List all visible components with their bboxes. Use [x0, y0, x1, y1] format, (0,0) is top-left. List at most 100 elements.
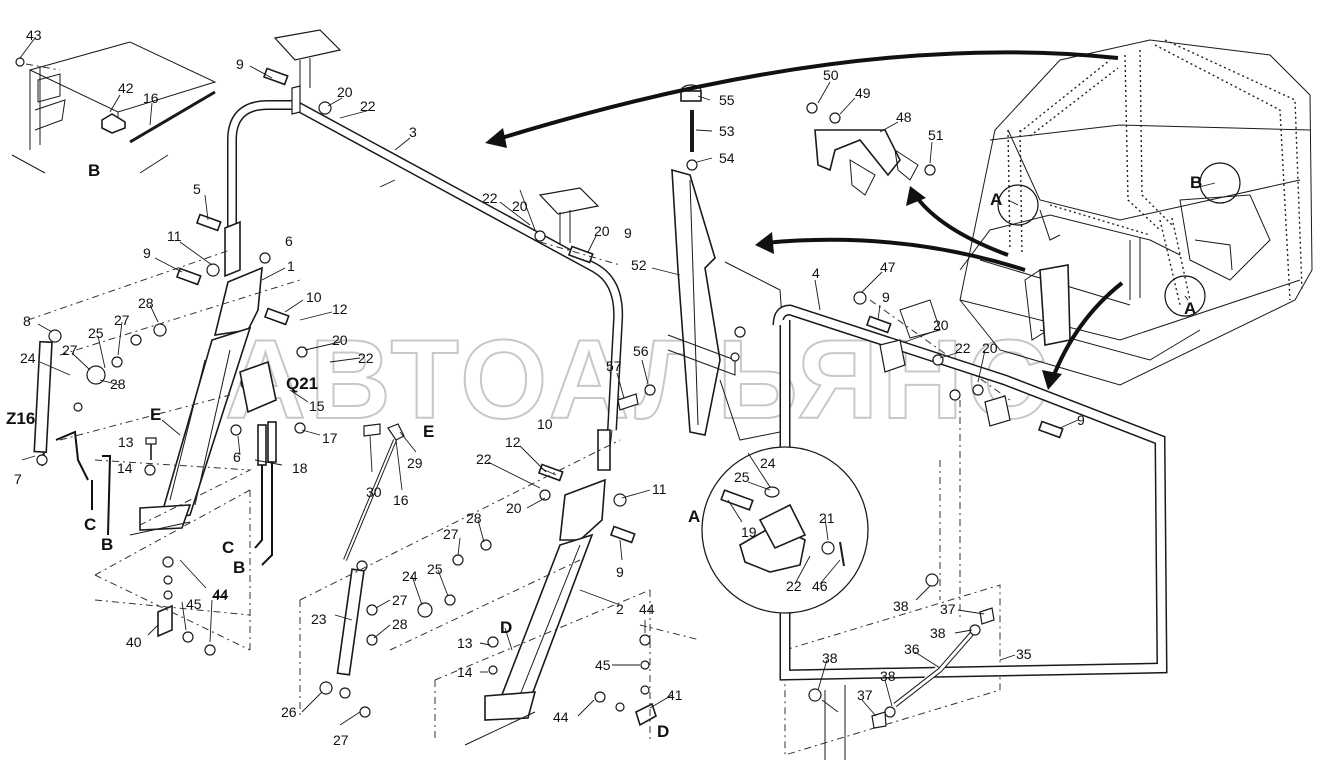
callout-11: 11 [167, 228, 182, 244]
rod-16 [343, 423, 405, 561]
callout-d: D [657, 722, 669, 741]
roll-bar-3 [227, 29, 624, 449]
callout-12: 12 [332, 301, 348, 317]
callout-35: 35 [1016, 646, 1032, 662]
callout-b: B [101, 535, 113, 554]
callout-16: 16 [143, 90, 159, 106]
callout-9: 9 [1077, 412, 1085, 428]
callout-9: 9 [616, 564, 624, 580]
callout-22: 22 [476, 451, 492, 467]
detail-a-circle [701, 446, 869, 614]
callout-a: A [990, 190, 1002, 209]
tractor-cab [959, 39, 1313, 386]
callout-13: 13 [457, 635, 473, 651]
callout-b: B [1190, 173, 1202, 192]
callout-22: 22 [786, 578, 802, 594]
callout-e: E [150, 405, 161, 424]
callout-24: 24 [402, 568, 418, 584]
callout-7: 7 [14, 471, 22, 487]
watermark-text: АВТОАЛЬЯНС [225, 317, 1052, 442]
callout-27: 27 [114, 312, 130, 328]
callout-51: 51 [928, 127, 944, 143]
callout-15: 15 [309, 398, 325, 414]
callout-20: 20 [506, 500, 522, 516]
callout-37: 37 [940, 601, 956, 617]
callout-6: 6 [233, 449, 241, 465]
plate-48 [806, 102, 936, 196]
callout-20: 20 [594, 223, 610, 239]
callout-27: 27 [443, 526, 459, 542]
gas-strut-z16 [33, 329, 112, 536]
callout-11: 11 [652, 481, 667, 497]
callout-38: 38 [930, 625, 946, 641]
callout-44: 44 [639, 601, 655, 617]
fasteners-40-45 [157, 556, 657, 727]
callout-5: 5 [193, 181, 201, 197]
callout-41: 41 [667, 687, 683, 703]
callout-14: 14 [457, 664, 473, 680]
callout-17: 17 [322, 430, 338, 446]
callout-19: 19 [741, 524, 757, 540]
callout-23: 23 [311, 611, 327, 627]
callout-10: 10 [306, 289, 322, 305]
callout-44: 44 [213, 586, 229, 602]
callout-6: 6 [285, 233, 293, 249]
callout-27: 27 [333, 732, 349, 748]
callout-45: 45 [186, 596, 202, 612]
callout-4: 4 [812, 265, 820, 281]
right-upright-2 [417, 429, 627, 746]
callout-40: 40 [126, 634, 142, 650]
callout-45: 45 [595, 657, 611, 673]
callout-9: 9 [882, 289, 890, 305]
left-upright-1 [129, 220, 277, 536]
roll-bar-4 [772, 291, 1168, 681]
construction-lines [27, 241, 1011, 756]
callout-20: 20 [337, 84, 353, 100]
callout-36: 36 [904, 641, 920, 657]
callout-28: 28 [110, 376, 126, 392]
callout-25: 25 [427, 561, 443, 577]
callout-20: 20 [512, 198, 528, 214]
callout-50: 50 [823, 67, 839, 83]
callout-27: 27 [62, 342, 78, 358]
callout-38: 38 [880, 668, 896, 684]
callout-25: 25 [734, 469, 750, 485]
callout-25: 25 [88, 325, 104, 341]
callout-b: B [88, 161, 100, 180]
callout-30: 30 [366, 484, 382, 500]
callout-18: 18 [292, 460, 308, 476]
callout-a: A [1184, 299, 1196, 318]
callout-3: 3 [409, 124, 417, 140]
callout-44: 44 [212, 587, 228, 603]
gas-strut-23 [319, 560, 378, 718]
callout-21: 21 [819, 510, 835, 526]
callout-44: 44 [553, 709, 569, 725]
callout-z16: Z16 [6, 409, 35, 428]
callout-24: 24 [20, 350, 36, 366]
hose-assembly [808, 573, 995, 760]
callout-14: 14 [117, 460, 133, 476]
callout-47: 47 [880, 259, 896, 275]
callout-54: 54 [719, 150, 735, 166]
callout-52: 52 [631, 257, 647, 273]
callout-49: 49 [855, 85, 871, 101]
callout-16: 16 [393, 492, 409, 508]
callout-20: 20 [982, 340, 998, 356]
callout-a: A [688, 507, 700, 526]
callout-43: 43 [26, 27, 42, 43]
callout-20: 20 [332, 332, 348, 348]
callout-37: 37 [857, 687, 873, 703]
callout-57: 57 [606, 358, 622, 374]
direction-arrows [485, 50, 1124, 390]
callout-9: 9 [624, 225, 632, 241]
callout-9: 9 [143, 245, 151, 261]
callout-2: 2 [616, 601, 624, 617]
callout-22: 22 [360, 98, 376, 114]
callout-b: B [233, 558, 245, 577]
callout-26: 26 [281, 704, 297, 720]
callout-56: 56 [633, 343, 649, 359]
callout-22: 22 [482, 190, 498, 206]
callout-42: 42 [118, 80, 134, 96]
